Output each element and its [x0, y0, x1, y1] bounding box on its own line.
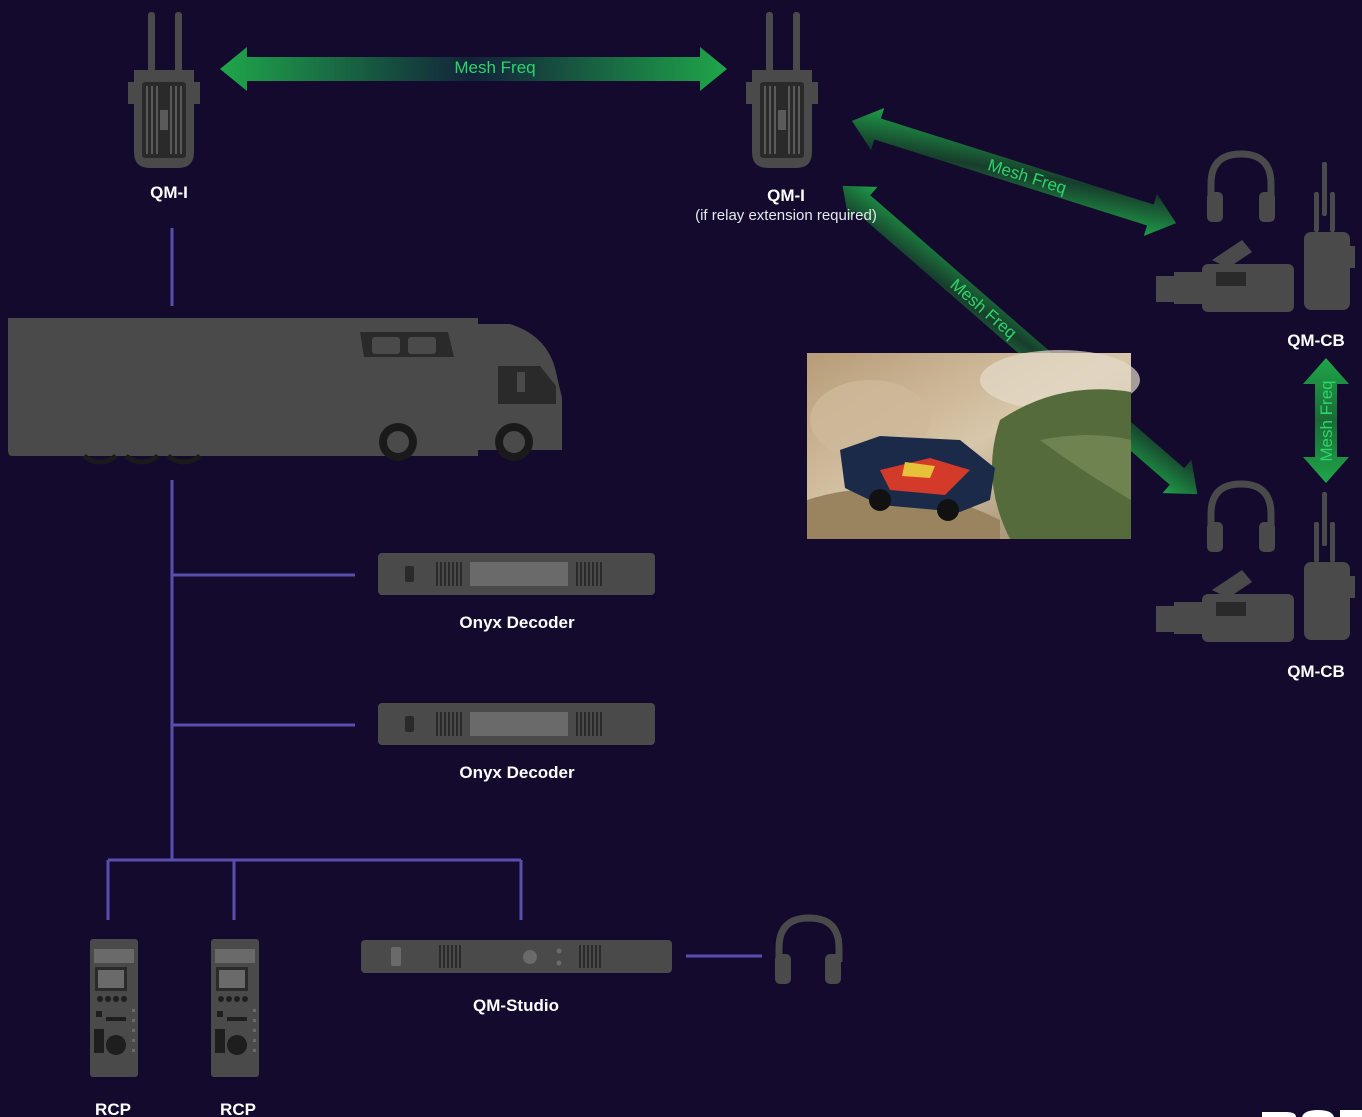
mesh-freq-label: Mesh Freq	[947, 275, 1021, 343]
onyx-decoder-2-label: Onyx Decoder	[459, 763, 575, 782]
qm-cb-bottom-label: QM-CB	[1287, 662, 1345, 681]
rcp-panel-icon	[211, 939, 259, 1077]
mesh-freq-label: Mesh Freq	[454, 58, 535, 77]
camera-icon	[1156, 570, 1294, 642]
mesh-freq-label: Mesh Freq	[1317, 380, 1336, 461]
qm-cb-bottom-unit	[1156, 484, 1355, 642]
qm-cb-top-unit	[1156, 154, 1355, 312]
qm-cb-top-label: QM-CB	[1287, 331, 1345, 350]
qm-studio-label: QM-Studio	[473, 996, 559, 1015]
qm-i-relay-note: (if relay extension required)	[695, 207, 877, 224]
transmitter-icon	[1304, 492, 1355, 640]
headset-icon	[775, 918, 841, 984]
transmitter-icon	[128, 12, 200, 168]
rcp-1-label: RCP	[95, 1100, 131, 1117]
decoder-icon	[378, 703, 655, 745]
headset-icon	[1207, 484, 1275, 552]
camera-icon	[1156, 240, 1294, 312]
decoder-icon	[378, 553, 655, 595]
studio-unit-icon	[361, 940, 672, 973]
rcp-2-label: RCP	[220, 1100, 256, 1117]
mesh-link-top: Mesh Freq	[220, 47, 727, 91]
qm-i-left-label: QM-I	[150, 183, 188, 202]
truck-icon	[8, 318, 562, 462]
logo-fragment	[1262, 1110, 1362, 1117]
mesh-freq-label: Mesh Freq	[986, 155, 1069, 198]
onyx-decoder-1-label: Onyx Decoder	[459, 613, 575, 632]
transmitter-icon	[1304, 162, 1355, 310]
qm-i-relay-label: QM-I	[767, 186, 805, 205]
rcp-panel-icon	[90, 939, 138, 1077]
mesh-link-vertical: Mesh Freq	[1303, 358, 1349, 483]
transmitter-icon	[746, 12, 818, 168]
rally-photo	[807, 350, 1140, 539]
headset-icon	[1207, 154, 1275, 222]
